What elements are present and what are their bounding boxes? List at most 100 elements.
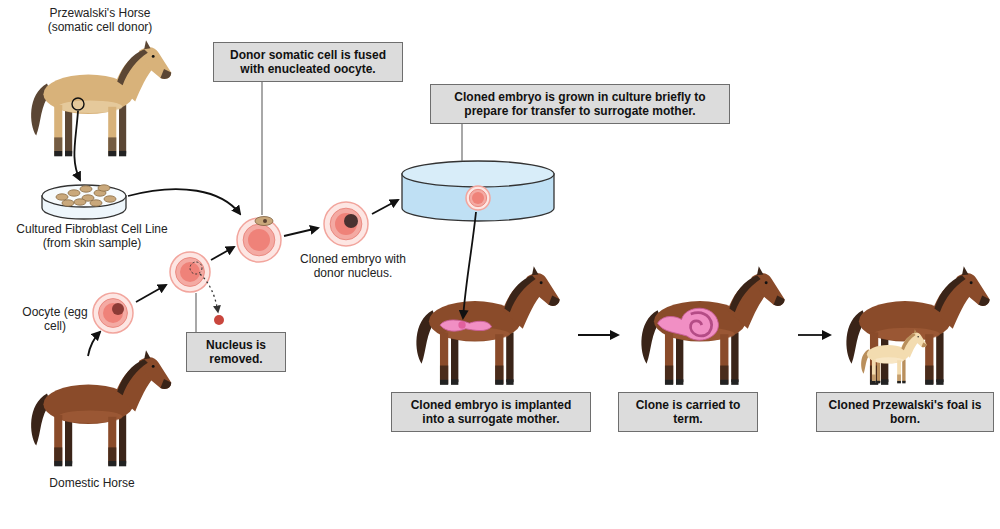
leader-line — [461, 124, 462, 161]
horse-hoof — [925, 379, 933, 385]
horse-mane — [117, 359, 148, 395]
cytoplasm-core — [180, 262, 200, 282]
horse-lower-leg — [495, 366, 503, 380]
horse-leg — [506, 332, 513, 382]
cytoplasm-core — [248, 229, 270, 251]
caption-box: Cloned Przewalski's foal is born. — [816, 392, 994, 432]
horse-leg — [665, 332, 673, 384]
cytoplasm — [176, 258, 205, 287]
horse-hoof — [881, 379, 888, 385]
horse-hoof — [676, 379, 683, 385]
horse-muzzle — [774, 296, 785, 306]
removed-nucleus — [214, 315, 224, 325]
horse-leg — [897, 360, 901, 383]
horse-ear — [144, 40, 150, 49]
donor-somatic-cell — [255, 217, 273, 226]
horse-eye — [765, 281, 768, 284]
horse-hoof — [108, 461, 116, 466]
caption-text: Cloned Przewalski's foal is born. — [823, 398, 987, 426]
surrogate-horse — [416, 266, 559, 385]
uterus — [440, 320, 492, 331]
horse-muzzle — [979, 296, 990, 306]
caption-text: Clone is carried to term. — [625, 398, 751, 426]
cytoplasm-core — [472, 192, 484, 204]
fibroblast-cell — [56, 194, 68, 200]
horse-leg — [440, 332, 448, 384]
figure-label: Cultured Fibroblast Cell Line (from skin… — [4, 222, 180, 250]
horse-hoof — [119, 461, 126, 466]
horse-hoof — [54, 461, 62, 466]
figure-label: Cloned embryo with donor nucleus. — [294, 252, 412, 280]
caption-text: Donor somatic cell is fused with enuclea… — [220, 48, 396, 76]
caption-box: Cloned embryo is implanted into a surrog… — [391, 392, 591, 432]
horse-hoof — [506, 379, 513, 385]
donor-nucleus — [344, 214, 358, 228]
fibroblast-cell — [90, 200, 102, 206]
horse-ear — [532, 266, 538, 275]
caption-box: Clone is carried to term. — [618, 392, 758, 432]
horse-hoof — [902, 381, 905, 384]
horse-ear — [914, 329, 917, 333]
zona-pellucida — [93, 293, 133, 333]
horse-ear — [144, 350, 150, 359]
horse-lower-leg — [665, 366, 673, 380]
przewalski-foal — [861, 329, 926, 383]
caption-box: Donor somatic cell is fused with enuclea… — [213, 42, 403, 82]
enucleated-oocyte — [170, 252, 210, 292]
cytoplasm — [99, 299, 128, 328]
horse-leg — [495, 334, 503, 384]
horse-eye — [970, 281, 973, 284]
fibroblast-cell — [80, 186, 92, 192]
fibroblast-cell — [98, 185, 110, 191]
horse-mane — [901, 333, 915, 350]
flow-arrow — [74, 111, 80, 180]
fibroblast-cell — [74, 199, 86, 205]
horse-mane — [729, 275, 760, 312]
uterus — [658, 308, 719, 340]
horse-leg — [872, 359, 876, 383]
caption-text: Cloned embryo is implanted into a surrog… — [398, 398, 584, 426]
horse-leg — [108, 417, 116, 466]
leader-line — [261, 82, 262, 215]
flow-arrow — [200, 274, 218, 312]
cytoplasm-core — [103, 303, 123, 323]
horse-lower-leg — [108, 447, 116, 461]
flow-arrow — [211, 247, 234, 260]
horse-hoof — [665, 379, 673, 385]
horse-leg — [108, 107, 116, 156]
horse-lower-leg — [925, 366, 933, 380]
caption-box: Cloned embryo is grown in culture briefl… — [430, 84, 730, 124]
zona-pellucida — [324, 202, 368, 246]
horse-leg — [936, 332, 943, 382]
flow-arrow — [136, 285, 166, 302]
figure-label: Domestic Horse — [32, 476, 152, 490]
fibroblast-dish — [42, 185, 126, 219]
flow-arrow — [798, 334, 830, 336]
horse-leg — [119, 105, 126, 154]
cytoplasm — [330, 208, 362, 240]
culture-dish — [402, 161, 554, 221]
illustration-layer — [31, 40, 989, 466]
domestic-horse — [31, 350, 171, 466]
horse-lower-leg — [108, 137, 116, 151]
caption-text: Cloned embryo is grown in culture briefl… — [437, 90, 723, 118]
horse-ear — [757, 266, 763, 275]
surrogate-horse — [641, 266, 784, 385]
oocyte-nucleus — [112, 303, 124, 315]
fibroblast-cell — [68, 190, 80, 196]
flow-arrow — [284, 228, 318, 236]
horse-hoof — [65, 461, 72, 466]
horse-hoof — [731, 379, 738, 385]
flow-arrow — [128, 189, 240, 214]
horse-lower-leg — [54, 137, 62, 151]
leader-line — [195, 293, 196, 332]
horse-leg — [731, 332, 738, 382]
horse-hoof — [65, 151, 72, 156]
horse-muzzle — [160, 69, 171, 79]
horse-lower-leg — [720, 366, 728, 380]
horse-lower-leg — [54, 447, 62, 461]
cytoplasm — [243, 224, 275, 256]
zona-pellucida — [170, 252, 210, 292]
dish-rim — [42, 185, 126, 207]
dish-rim — [402, 161, 554, 187]
